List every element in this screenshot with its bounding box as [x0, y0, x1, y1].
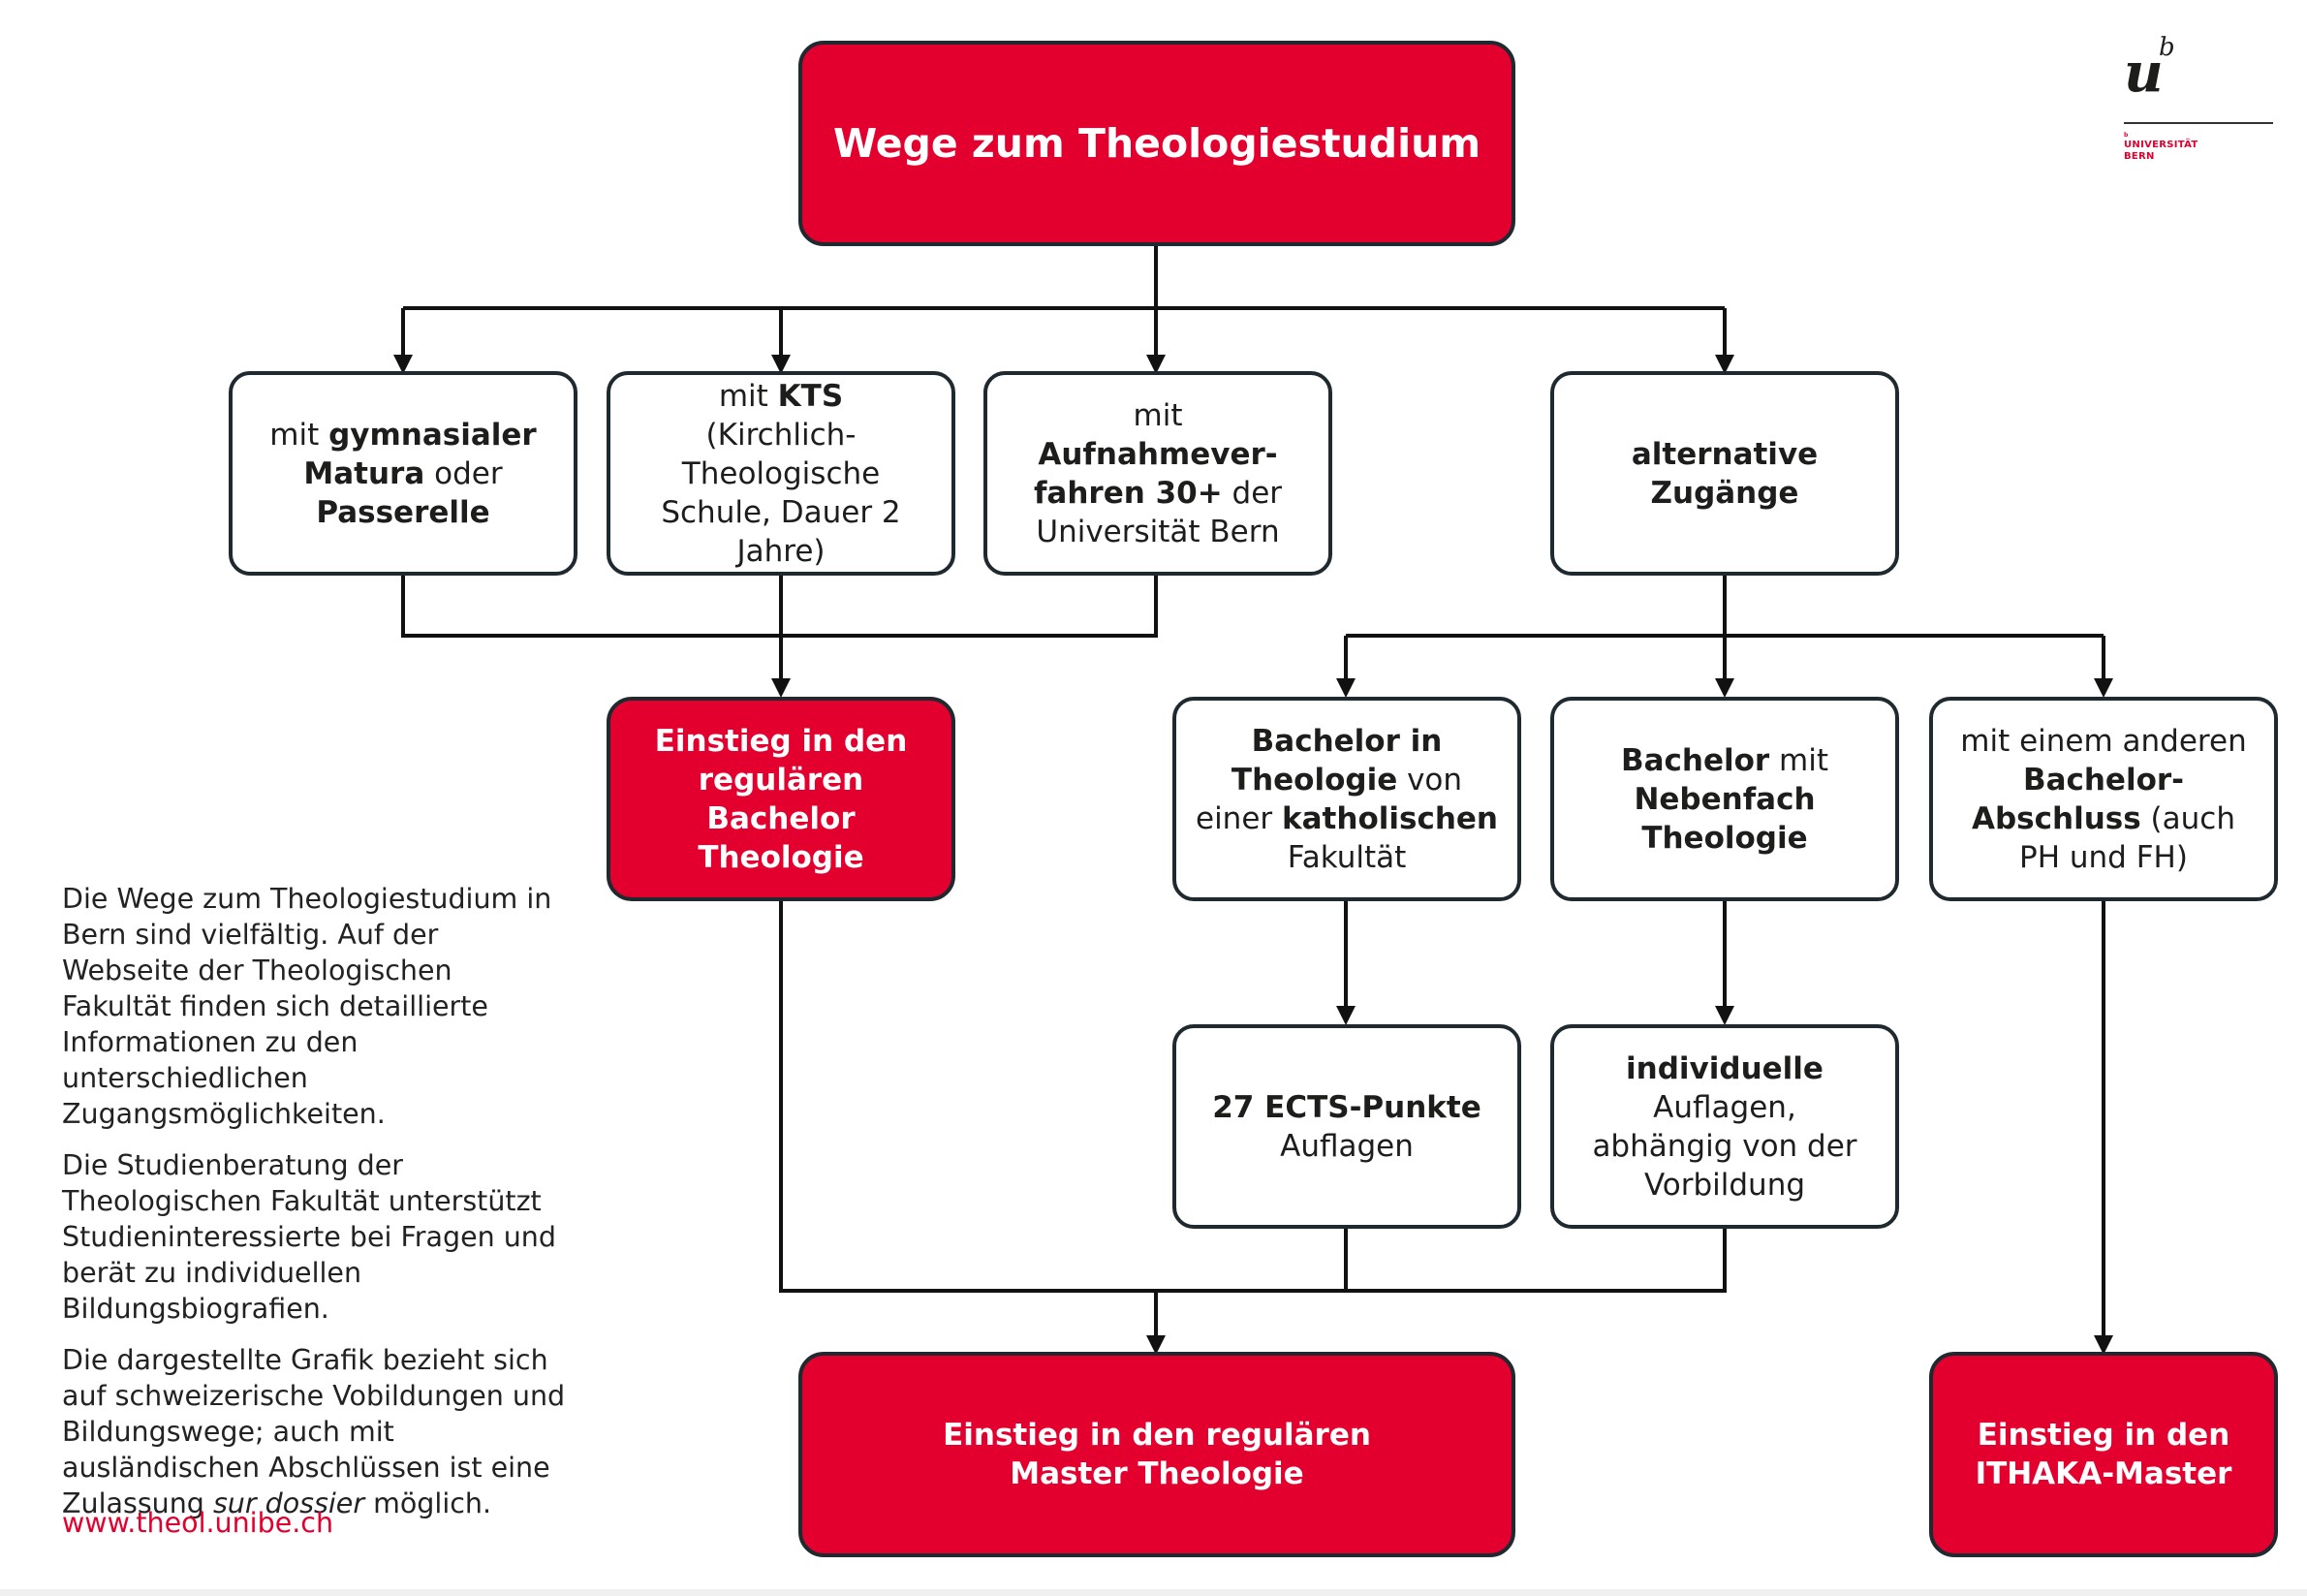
arrowhead-aufnahme	[1146, 355, 1166, 374]
logo-rule	[2124, 122, 2273, 124]
box-anderer-bachelor: mit einem anderen Bachelor-Abschluss (au…	[1929, 697, 2278, 901]
box-bold-text: katholischen	[1282, 800, 1498, 836]
box-bold-text: Bachelor	[1620, 742, 1770, 778]
box-aufnahmeverfahren: mit Aufnahmever-fahren 30+ der Universit…	[983, 371, 1332, 576]
box-text: Einstieg in den regulären Master Theolog…	[943, 1418, 1371, 1491]
box-alternative-zugaenge: alternative Zugänge	[1550, 371, 1899, 576]
arrowhead-nebenfach	[1715, 678, 1734, 698]
arrowhead-master	[1146, 1335, 1166, 1355]
arrowhead-ects	[1336, 1006, 1356, 1025]
box-text: von einer	[1196, 762, 1463, 836]
box-text: mit	[1769, 742, 1829, 778]
box-text: mit	[718, 378, 778, 414]
box-text: oder	[424, 455, 503, 491]
box-text: Einstieg in den regulären Bachelor Theol…	[654, 723, 908, 875]
info-paragraph-3: Die dargestellte Grafik bezieht sich auf…	[62, 1342, 566, 1521]
website-link[interactable]: www.theol.unibe.ch	[62, 1507, 334, 1539]
box-ects-auflagen: 27 ECTS-Punkte Auflagen	[1172, 1024, 1521, 1229]
bottom-divider	[0, 1589, 2307, 1596]
info-text-span: Die dargestellte Grafik bezieht sich auf…	[62, 1344, 566, 1519]
logo-u-mark: u	[2124, 41, 2164, 105]
arrowhead-anderer	[2094, 678, 2113, 698]
box-text: Auflagen	[1280, 1128, 1414, 1164]
info-text: Die Wege zum Theologiestudium in Bern si…	[62, 881, 566, 1521]
arrowhead-kath	[1336, 678, 1356, 698]
box-bachelor-katholisch: Bachelor in Theologie von einer katholis…	[1172, 697, 1521, 901]
box-nebenfach: Bachelor mit Nebenfach Theologie	[1550, 697, 1899, 901]
info-paragraph-2: Die Studienberatung der Theologischen Fa…	[62, 1149, 556, 1325]
info-paragraph-1: Die Wege zum Theologiestudium in Bern si…	[62, 883, 552, 1130]
box-bold-text: gymnasialer Matura	[303, 417, 537, 491]
box-text: Fakultät	[1287, 839, 1407, 875]
box-einstieg-bachelor: Einstieg in den regulären Bachelor Theol…	[607, 697, 955, 901]
arrowhead-alternativ	[1715, 355, 1734, 374]
arrowhead-einstieg-bachelor	[771, 678, 791, 698]
logo-text: b UNIVERSITÄT BERN	[2124, 132, 2198, 163]
box-bold-text: Aufnahmever-fahren 30+	[1033, 436, 1278, 511]
logo-small-b: b	[2124, 132, 2129, 139]
title-box: Wege zum Theologiestudium	[798, 41, 1515, 246]
info-text-span: möglich.	[364, 1487, 492, 1519]
box-bold-text: individuelle	[1626, 1050, 1824, 1086]
box-bold-text: Passerelle	[316, 494, 490, 530]
box-gymnasiale-matura: mit gymnasialer Matura oder Passerelle	[229, 371, 577, 576]
page-title: Wege zum Theologiestudium	[832, 120, 1481, 167]
box-bold-text: Bachelor in Theologie	[1231, 723, 1443, 798]
arrowhead-matura	[393, 355, 413, 374]
box-bold-text: Bachelor-Abschluss	[1972, 762, 2185, 836]
box-kts: mit KTS (Kirchlich-Theologische Schule, …	[607, 371, 955, 576]
arrowhead-ithaka	[2094, 1335, 2113, 1355]
box-bold-text: alternative Zugänge	[1631, 436, 1819, 511]
box-bold-text: 27 ECTS-Punkte	[1212, 1089, 1481, 1125]
box-text: (auch PH und FH)	[2019, 800, 2235, 875]
box-individuelle-auflagen: individuelle Auflagen, abhängig von der …	[1550, 1024, 1899, 1229]
info-emphasis: sur dossier	[212, 1487, 365, 1519]
box-text: Einstieg in den ITHAKA-Master	[1975, 1418, 2232, 1491]
arrowhead-kts	[771, 355, 791, 374]
box-bold-text: Nebenfach Theologie	[1634, 781, 1816, 856]
box-text: Auflagen, abhängig von der Vorbildung	[1592, 1089, 1857, 1203]
line-bachelor-down	[779, 899, 1727, 1293]
logo-name-line1: UNIVERSITÄT	[2124, 140, 2198, 150]
logo-name-line2: BERN	[2124, 151, 2155, 162]
box-bold-text: KTS	[777, 378, 844, 414]
box-einstieg-ithaka: Einstieg in den ITHAKA-Master	[1929, 1352, 2278, 1557]
box-text: der Universität Bern	[1036, 475, 1283, 549]
box-text: mit	[269, 417, 329, 453]
arrowhead-individuell	[1715, 1006, 1734, 1025]
logo-b-mark: b	[2159, 33, 2175, 62]
box-einstieg-master: Einstieg in den regulären Master Theolog…	[798, 1352, 1515, 1557]
box-text: mit	[1133, 397, 1183, 433]
box-text: (Kirchlich-Theologische Schule, Dauer 2 …	[661, 417, 901, 569]
box-text: mit einem anderen	[1960, 723, 2247, 759]
university-logo: u b b UNIVERSITÄT BERN	[2110, 33, 2275, 171]
